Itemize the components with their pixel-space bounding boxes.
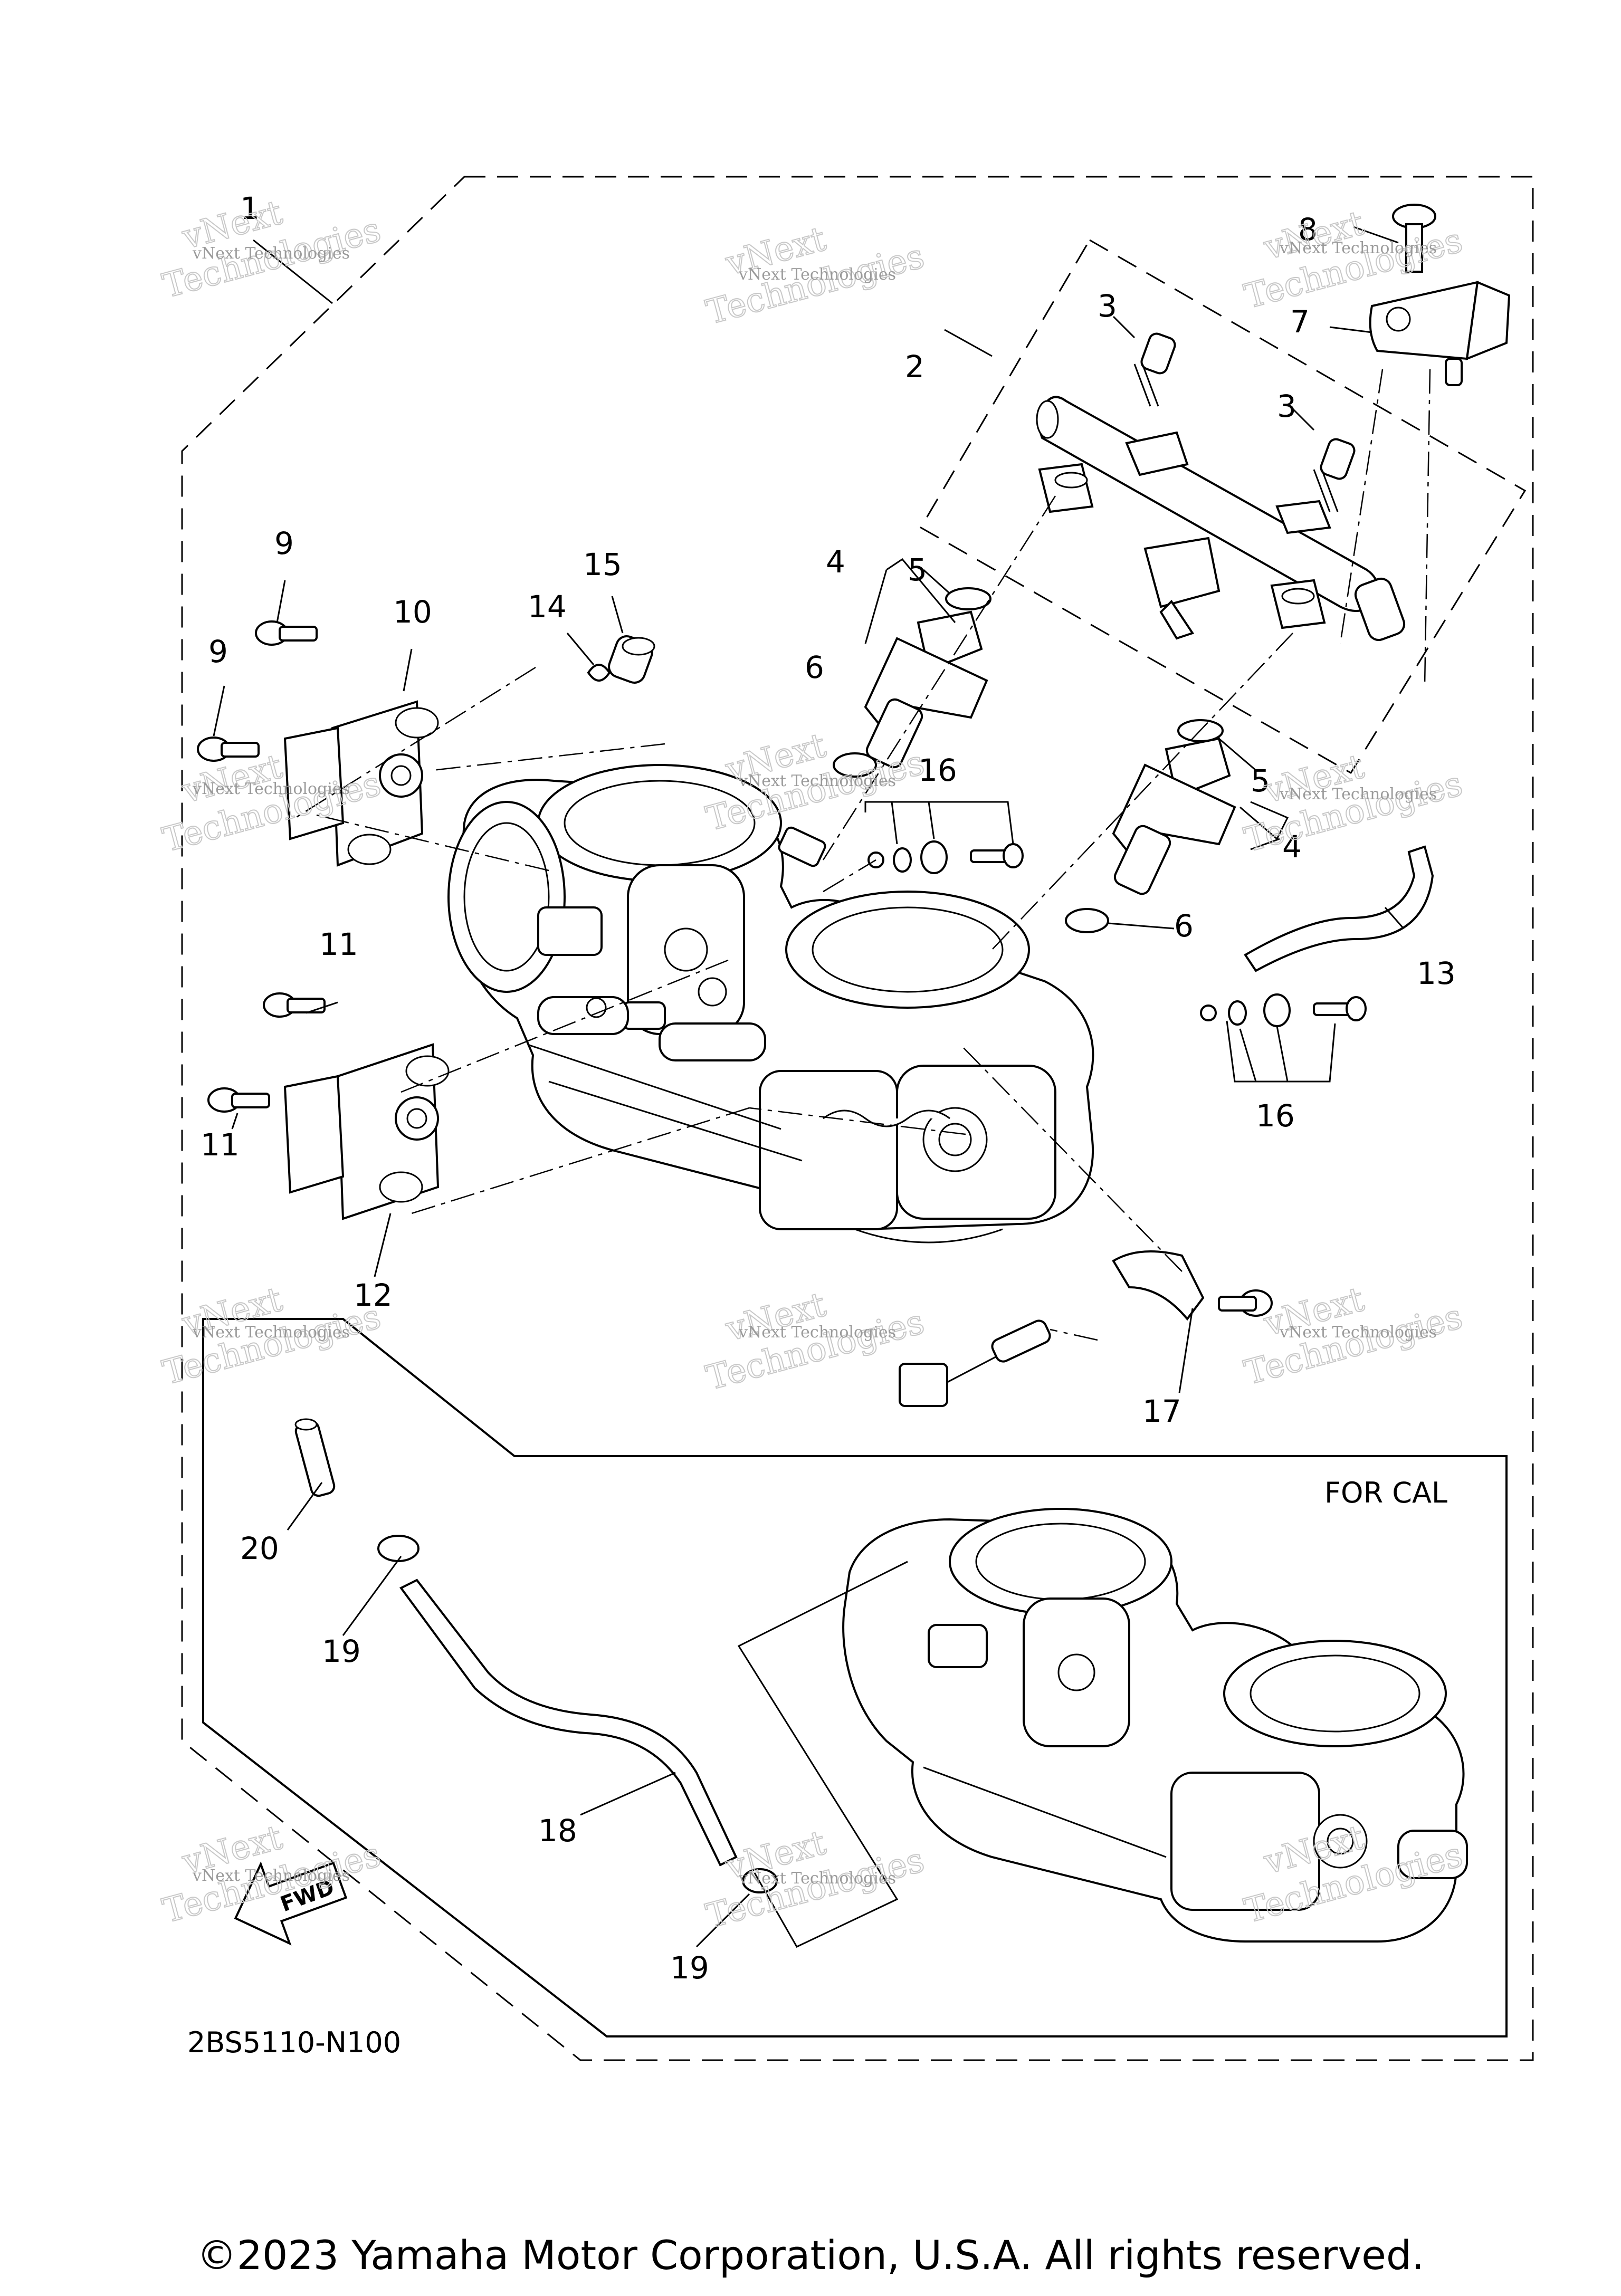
callout-3a: 3 bbox=[1098, 288, 1117, 324]
callout-13: 13 bbox=[1417, 955, 1456, 991]
callout-9a: 9 bbox=[274, 525, 294, 561]
copyright-notice: ©2023 Yamaha Motor Corporation, U.S.A. A… bbox=[196, 2232, 1425, 2279]
svg-text:vNext Technologies: vNext Technologies bbox=[192, 244, 350, 263]
callout-16b: 16 bbox=[1256, 1098, 1295, 1134]
callout-16a: 16 bbox=[918, 752, 957, 788]
svg-text:vNext Technologies: vNext Technologies bbox=[192, 1323, 350, 1342]
injector-4-lower bbox=[1112, 737, 1236, 895]
cal-throttle-body bbox=[842, 1508, 1468, 1943]
svg-text:vNext Technologies: vNext Technologies bbox=[1279, 785, 1437, 803]
callout-1: 1 bbox=[240, 190, 260, 226]
seal-6-lower bbox=[1065, 908, 1109, 933]
fuel-rail-boundary bbox=[919, 238, 1527, 774]
pressure-sensor-7 bbox=[1369, 281, 1511, 386]
hose-13 bbox=[1244, 845, 1434, 972]
callout-11b: 11 bbox=[201, 1127, 240, 1163]
callout-7: 7 bbox=[1290, 304, 1310, 340]
leader-lines bbox=[213, 226, 1431, 1948]
svg-text:vNext Technologies: vNext Technologies bbox=[738, 772, 896, 790]
sensor-17 bbox=[899, 1250, 1273, 1407]
callout-2: 2 bbox=[905, 349, 924, 385]
callout-numbers: 1 2 3 3 4 5 5 4 6 6 7 8 9 9 10 14 15 16 … bbox=[201, 190, 1456, 1986]
svg-text:vNext Technologies: vNext Technologies bbox=[738, 265, 896, 284]
throttle-body bbox=[447, 764, 1094, 1243]
cal-inset-label: FOR CAL bbox=[1324, 1476, 1447, 1509]
bolt-3-upper bbox=[1133, 332, 1176, 407]
callout-19a: 19 bbox=[322, 1633, 361, 1669]
screw-set-16-upper bbox=[867, 840, 1024, 874]
o-ring-5-upper bbox=[945, 587, 991, 610]
screw-9-lower bbox=[197, 736, 260, 762]
svg-text:vNext Technologies: vNext Technologies bbox=[1279, 239, 1437, 257]
callout-11a: 11 bbox=[319, 926, 358, 962]
callout-6b: 6 bbox=[1174, 908, 1194, 944]
svg-text:vNext Technologies: vNext Technologies bbox=[738, 1869, 896, 1888]
assembly-boundary bbox=[181, 176, 1534, 2061]
screw-11-lower bbox=[207, 1087, 270, 1113]
seal-6-upper bbox=[833, 752, 877, 778]
callout-17: 17 bbox=[1142, 1393, 1181, 1429]
clip-14 bbox=[587, 664, 611, 682]
fitting-20 bbox=[294, 1418, 336, 1497]
diagram-code: 2BS5110-N100 bbox=[187, 2026, 401, 2059]
svg-text:vNext Technologies: vNext Technologies bbox=[192, 1867, 350, 1885]
callout-4a: 4 bbox=[826, 544, 845, 580]
screw-8 bbox=[1392, 204, 1436, 273]
callout-6a: 6 bbox=[805, 649, 824, 685]
svg-text:vNext Technologies: vNext Technologies bbox=[738, 1323, 896, 1342]
hose-18 bbox=[399, 1578, 738, 1867]
callout-3b: 3 bbox=[1277, 388, 1296, 424]
cap-15 bbox=[608, 635, 655, 684]
bolt-3-lower bbox=[1313, 438, 1356, 512]
callout-4b: 4 bbox=[1282, 829, 1302, 865]
sensor-12 bbox=[283, 1043, 450, 1220]
clip-19-upper bbox=[377, 1535, 419, 1562]
callout-5b: 5 bbox=[1251, 763, 1270, 799]
callout-20: 20 bbox=[240, 1530, 279, 1566]
callout-18: 18 bbox=[538, 1813, 577, 1849]
callout-5a: 5 bbox=[908, 552, 927, 588]
callout-14: 14 bbox=[528, 589, 567, 625]
callout-8: 8 bbox=[1298, 212, 1318, 247]
callout-15: 15 bbox=[583, 547, 622, 582]
callout-12: 12 bbox=[354, 1277, 393, 1313]
fuel-rail bbox=[1036, 396, 1406, 642]
injector-4-upper bbox=[864, 610, 988, 769]
svg-text:vNext Technologies: vNext Technologies bbox=[192, 780, 350, 798]
callout-9b: 9 bbox=[208, 634, 228, 669]
screw-11-upper bbox=[263, 992, 326, 1018]
callout-10: 10 bbox=[393, 594, 432, 630]
screw-9-upper bbox=[255, 620, 318, 646]
svg-text:vNext Technologies: vNext Technologies bbox=[1279, 1323, 1437, 1342]
callout-19b: 19 bbox=[670, 1950, 709, 1986]
screw-set-16-lower bbox=[1200, 993, 1367, 1027]
cal-inset-box bbox=[202, 1318, 1508, 2037]
